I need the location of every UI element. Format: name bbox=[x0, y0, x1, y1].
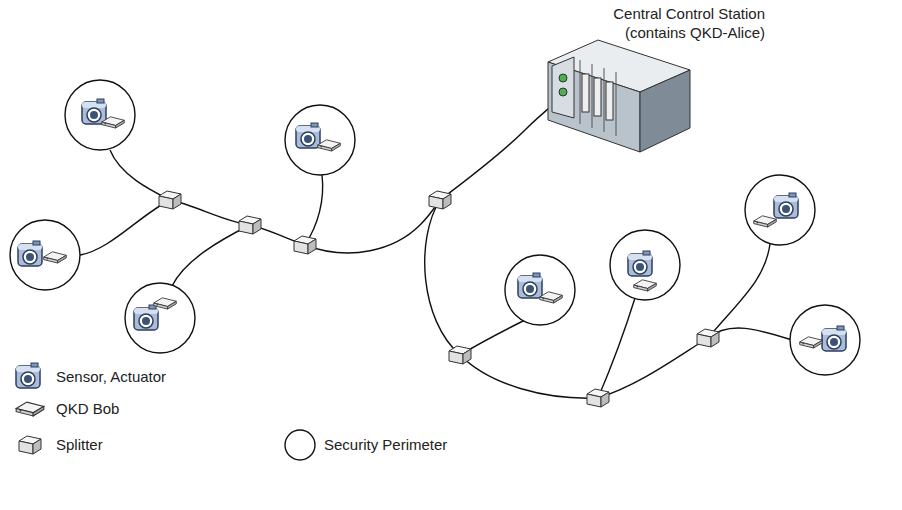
qkd-bob-icon bbox=[44, 252, 67, 263]
splitter-icon bbox=[294, 236, 316, 254]
fibre-wire bbox=[598, 338, 708, 398]
security-perimeter bbox=[285, 105, 355, 175]
sensor-icon bbox=[18, 241, 42, 266]
fibre-wire bbox=[110, 150, 170, 200]
splitter-icon bbox=[587, 389, 609, 407]
splitter-icon bbox=[449, 346, 471, 364]
legend-text: QKD Bob bbox=[56, 400, 119, 418]
sensor-icon bbox=[134, 305, 158, 330]
legend-sensor-sample bbox=[16, 363, 40, 388]
fibre-wire bbox=[708, 328, 792, 340]
legend-text: Sensor, Actuator bbox=[56, 368, 166, 386]
station-label: Central Control Station (contains QKD-Al… bbox=[585, 4, 765, 42]
legend-perimeter-sample bbox=[285, 430, 315, 460]
legend-samples bbox=[16, 363, 315, 460]
sensor-icon bbox=[774, 193, 798, 218]
security-perimeter bbox=[65, 80, 135, 150]
sensor-icon bbox=[518, 273, 542, 298]
fibre-wire bbox=[460, 355, 598, 398]
legend-splitter-sample bbox=[19, 436, 41, 454]
perimeter-devices bbox=[18, 99, 846, 351]
security-perimeter bbox=[10, 220, 80, 290]
splitter-icon bbox=[429, 191, 451, 209]
fibre-wire bbox=[305, 175, 323, 245]
station-caption: Central Control Station (contains QKD-Al… bbox=[585, 4, 765, 42]
legend-text: Splitter bbox=[56, 436, 103, 454]
fibre-wire bbox=[305, 200, 440, 253]
qkd-bob-icon bbox=[102, 117, 125, 128]
qkd-bob-icon bbox=[540, 292, 563, 303]
sensor-icon bbox=[822, 326, 846, 351]
qkd-bob-icon bbox=[318, 140, 341, 151]
sensor-icon bbox=[628, 251, 652, 276]
splitter-icon bbox=[159, 191, 181, 209]
perimeters bbox=[10, 80, 860, 375]
legend-qkd-bob-sample bbox=[16, 402, 44, 416]
security-perimeter bbox=[505, 255, 575, 325]
qkd-bob-icon bbox=[800, 337, 823, 348]
splitter-icon bbox=[697, 329, 719, 347]
fibre-wire bbox=[172, 225, 250, 286]
qkd-bob-icon bbox=[754, 216, 777, 227]
qkd-bob-icon bbox=[154, 298, 177, 309]
fibre-wire bbox=[598, 298, 635, 398]
security-perimeter bbox=[610, 230, 680, 300]
security-perimeter bbox=[790, 305, 860, 375]
qkd-bob-icon bbox=[634, 280, 657, 291]
fibre-wire bbox=[425, 200, 460, 355]
splitter-icon bbox=[239, 216, 261, 234]
fibre-wires bbox=[80, 90, 792, 398]
server-illustration bbox=[548, 40, 690, 152]
fibre-wire bbox=[80, 200, 170, 255]
sensor-icon bbox=[82, 99, 106, 124]
fibre-wire bbox=[708, 244, 770, 338]
sensor-icon bbox=[296, 123, 320, 148]
splitters bbox=[159, 191, 719, 407]
security-perimeter bbox=[125, 283, 195, 353]
security-perimeter bbox=[745, 175, 815, 245]
legend-text: Security Perimeter bbox=[324, 436, 447, 454]
